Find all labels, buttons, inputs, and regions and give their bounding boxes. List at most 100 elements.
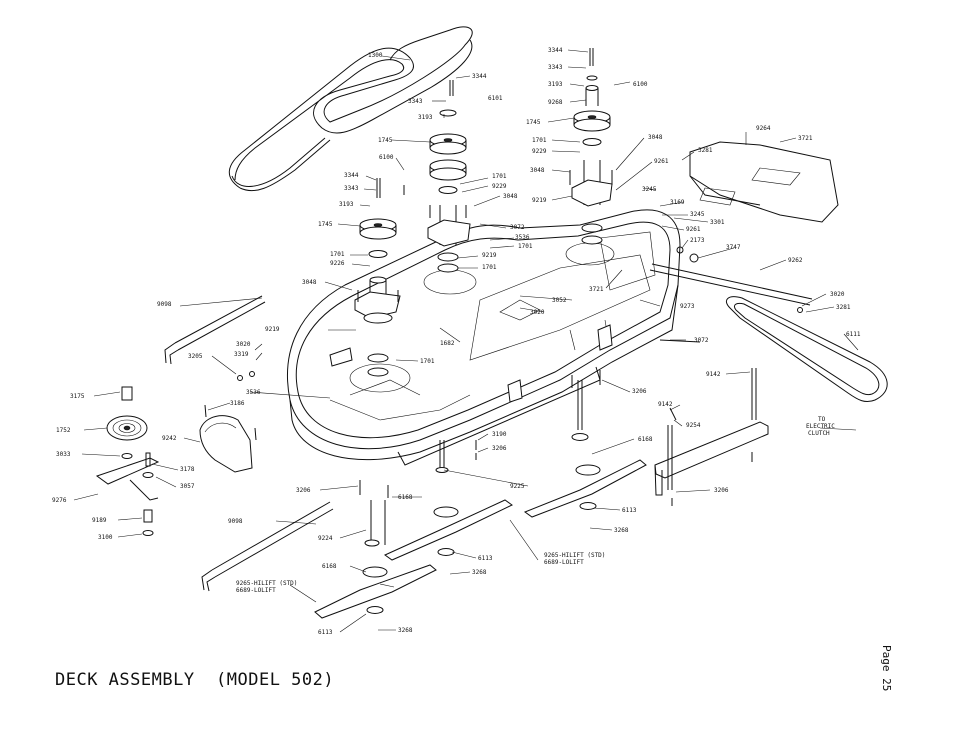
lift-rods bbox=[164, 263, 813, 592]
callout-3205: 3205 bbox=[188, 353, 203, 360]
callout-3344: 3344 bbox=[548, 47, 563, 54]
callout-1745: 1745 bbox=[526, 119, 541, 126]
callout-3268: 3268 bbox=[614, 527, 629, 534]
callout-9189: 9189 bbox=[92, 517, 107, 524]
deck-housing bbox=[286, 209, 681, 466]
callout-1701: 1701 bbox=[482, 264, 497, 271]
callout-3020: 3020 bbox=[236, 341, 251, 348]
callout-3052: 3052 bbox=[552, 297, 567, 304]
callout-9254: 9254 bbox=[686, 422, 701, 429]
callout-9219: 9219 bbox=[532, 197, 547, 204]
callout-3343: 3343 bbox=[548, 64, 563, 71]
callout-leaders bbox=[73, 49, 859, 633]
callout-3536: 3536 bbox=[515, 234, 530, 241]
callout-3343: 3343 bbox=[408, 98, 423, 105]
hardware-bolts bbox=[237, 48, 803, 547]
callout-1745: 1745 bbox=[378, 137, 393, 144]
belt-guard-9242 bbox=[199, 404, 257, 473]
callout-1682: 1682 bbox=[440, 340, 455, 347]
callout-9225: 9225 bbox=[510, 483, 525, 490]
callout-3245: 3245 bbox=[642, 186, 657, 193]
spindle-left bbox=[354, 218, 401, 377]
callout-6100: 6100 bbox=[379, 154, 394, 161]
callout-3319: 3319 bbox=[234, 351, 249, 358]
callout-3020: 3020 bbox=[830, 291, 845, 298]
callout-6101: 6101 bbox=[488, 95, 503, 102]
blade-right bbox=[523, 459, 647, 518]
callout-9265-hilift: 9265-HILIFT (STD) bbox=[236, 580, 297, 587]
callout-3100: 3100 bbox=[98, 534, 113, 541]
callout-9229: 9229 bbox=[492, 183, 507, 190]
callout-3020: 3020 bbox=[530, 309, 545, 316]
callout-9261: 9261 bbox=[654, 158, 669, 165]
callout-6168: 6168 bbox=[638, 436, 653, 443]
callout-3193: 3193 bbox=[339, 201, 354, 208]
callout-2173: 2173 bbox=[690, 237, 705, 244]
callout-3268: 3268 bbox=[472, 569, 487, 576]
callout-6100: 6100 bbox=[633, 81, 648, 88]
callout-3536: 3536 bbox=[246, 389, 261, 396]
callout-3281: 3281 bbox=[836, 304, 851, 311]
drive-belt-1300 bbox=[228, 26, 473, 192]
callout-9142: 9142 bbox=[658, 401, 673, 408]
callout-3245: 3245 bbox=[690, 211, 705, 218]
callout-9261: 9261 bbox=[686, 226, 701, 233]
callout-6168: 6168 bbox=[398, 494, 413, 501]
callout-9098: 9098 bbox=[157, 301, 172, 308]
callout-3344: 3344 bbox=[472, 73, 487, 80]
callout-3186: 3186 bbox=[230, 400, 245, 407]
callout-6111: 6111 bbox=[846, 331, 861, 338]
callout-3721: 3721 bbox=[798, 135, 813, 142]
callout-3206: 3206 bbox=[492, 445, 507, 452]
spindle-right bbox=[571, 75, 613, 245]
callout-9264: 9264 bbox=[756, 125, 771, 132]
callout-6168: 6168 bbox=[322, 563, 337, 570]
discharge-chute-9264 bbox=[689, 141, 839, 223]
callout-3033: 3033 bbox=[56, 451, 71, 458]
callout-1752: 1752 bbox=[56, 427, 71, 434]
callout-9226: 9226 bbox=[330, 260, 345, 267]
diagram-caption: DECK ASSEMBLY (MODEL 502) bbox=[55, 670, 335, 690]
callout-clutch: CLUTCH bbox=[808, 430, 830, 437]
callout-1300: 1300 bbox=[368, 52, 383, 59]
callout-6113: 6113 bbox=[622, 507, 637, 514]
callout-6689-lolift: 6689-LOLIFT bbox=[544, 559, 584, 566]
callout-9229: 9229 bbox=[532, 148, 547, 155]
callout-1701: 1701 bbox=[330, 251, 345, 258]
callout-1701: 1701 bbox=[492, 173, 507, 180]
spindle-middle bbox=[427, 109, 471, 273]
page-number: Page 25 bbox=[880, 645, 893, 692]
callout-9219: 9219 bbox=[265, 326, 280, 333]
callout-1701: 1701 bbox=[532, 137, 547, 144]
callout-3175: 3175 bbox=[70, 393, 85, 400]
callout-3721: 3721 bbox=[589, 286, 604, 293]
idler-pulley-1752 bbox=[95, 386, 160, 536]
callout-9224: 9224 bbox=[318, 535, 333, 542]
callout-3048: 3048 bbox=[503, 193, 518, 200]
callout-3747: 3747 bbox=[726, 244, 741, 251]
callout-3048: 3048 bbox=[302, 279, 317, 286]
callout-6113: 6113 bbox=[318, 629, 333, 636]
callout-3048: 3048 bbox=[648, 134, 663, 141]
callout-3206: 3206 bbox=[714, 487, 729, 494]
lift-bar-9254 bbox=[654, 368, 769, 496]
callout-3281: 3281 bbox=[698, 147, 713, 154]
callout-labels: 1300 3344 6101 3343 3193 1745 6100 3344 … bbox=[52, 47, 861, 636]
callout-3193: 3193 bbox=[548, 81, 563, 88]
callout-1701: 1701 bbox=[518, 243, 533, 250]
callout-1745: 1745 bbox=[318, 221, 333, 228]
callout-3072: 3072 bbox=[694, 337, 709, 344]
callout-3169: 3169 bbox=[670, 199, 685, 206]
callout-9242: 9242 bbox=[162, 435, 177, 442]
callout-9273: 9273 bbox=[680, 303, 695, 310]
clutch-belt-6111 bbox=[726, 296, 888, 403]
callout-3206: 3206 bbox=[296, 487, 311, 494]
callout-3072: 3072 bbox=[510, 224, 525, 231]
callout-6113: 6113 bbox=[478, 555, 493, 562]
callout-3057: 3057 bbox=[180, 483, 195, 490]
callout-3206: 3206 bbox=[632, 388, 647, 395]
callout-9276: 9276 bbox=[52, 497, 67, 504]
callout-9268: 9268 bbox=[548, 99, 563, 106]
callout-9262: 9262 bbox=[788, 257, 803, 264]
